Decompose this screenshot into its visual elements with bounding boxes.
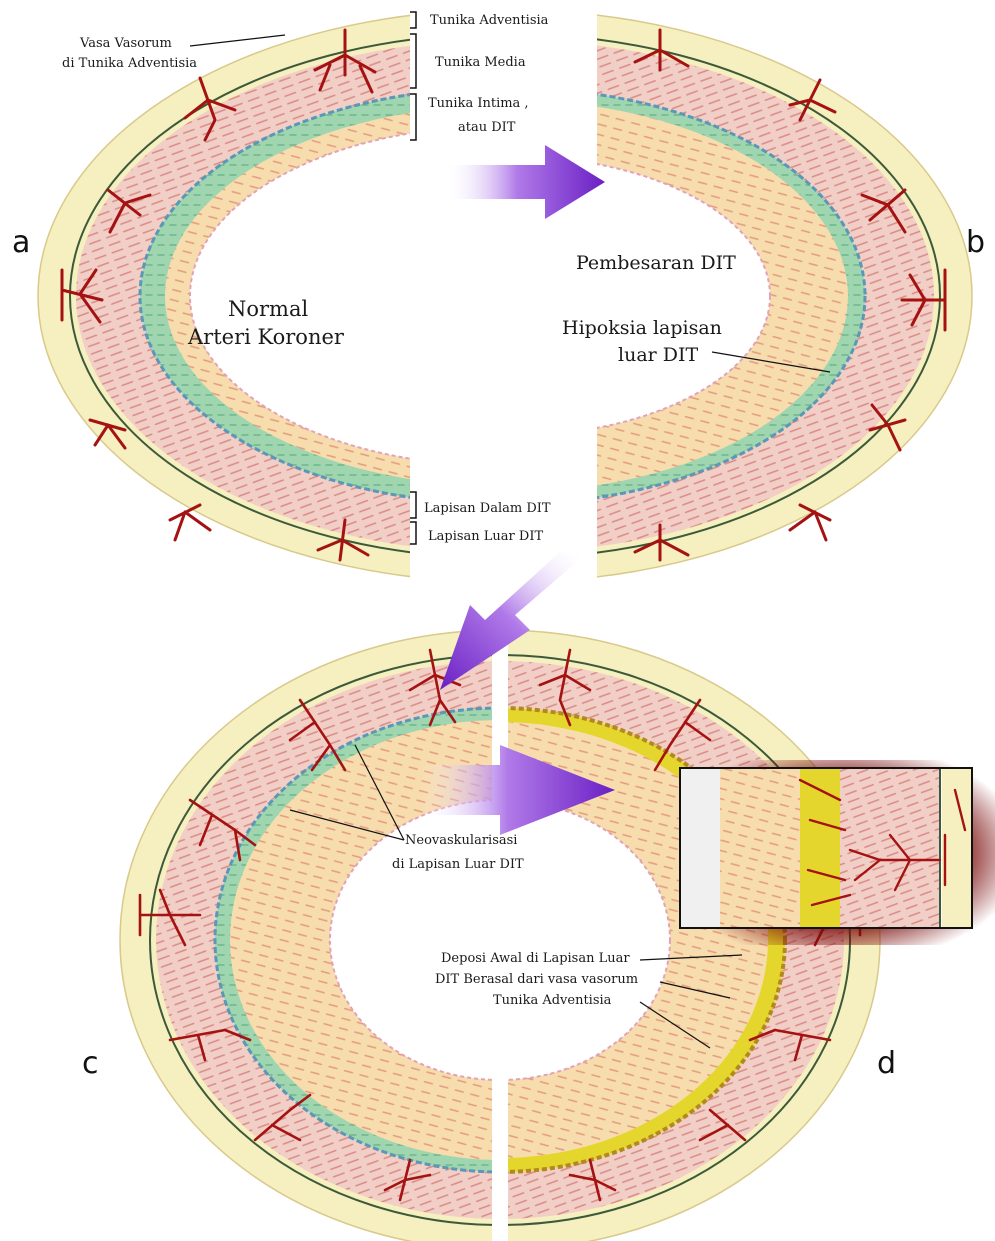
- label-tunika-intima-1: Tunika Intima ,: [428, 96, 529, 111]
- panel-d-deposit-3: Tunika Adventisia: [493, 993, 612, 1008]
- label-tunika-intima-2: atau DIT: [458, 120, 516, 135]
- panel-b-hypoxia-2: luar DIT: [618, 344, 699, 366]
- label-outer-dit: Lapisan Luar DIT: [428, 529, 543, 544]
- panel-a-title-1: Normal: [228, 297, 308, 321]
- vasa-leader-line: [190, 35, 285, 46]
- label-tunika-adventisia: Tunika Adventisia: [430, 13, 549, 28]
- label-inner-dit: Lapisan Dalam DIT: [424, 501, 551, 516]
- panel-d-deposit-2: DIT Berasal dari vasa vasorum: [435, 972, 638, 987]
- label-vasa-vasorum-2: di Tunika Adventisia: [62, 56, 197, 71]
- label-tunika-media: Tunika Media: [435, 55, 526, 70]
- magnified-inset: [680, 760, 995, 945]
- layer-brackets: [410, 12, 416, 544]
- panel-b-hypoxia-1: Hipoksia lapisan: [562, 317, 722, 339]
- panel-letter-b: b: [966, 225, 985, 260]
- panel-letter-d: d: [877, 1046, 896, 1081]
- panel-b-title: Pembesaran DIT: [576, 252, 736, 274]
- panel-letter-a: a: [12, 225, 30, 260]
- panel-c-neo-2: di Lapisan Luar DIT: [392, 857, 524, 872]
- panel-d-deposit-1: Deposi Awal di Lapisan Luar: [441, 951, 630, 966]
- panel-a-title-2: Arteri Koroner: [187, 325, 345, 349]
- panel-letter-c: c: [82, 1046, 99, 1081]
- label-vasa-vasorum-1: Vasa Vasorum: [79, 36, 172, 51]
- panel-c-neo-1: Neovaskularisasi: [405, 833, 517, 848]
- arrow-right-icon: [445, 145, 605, 219]
